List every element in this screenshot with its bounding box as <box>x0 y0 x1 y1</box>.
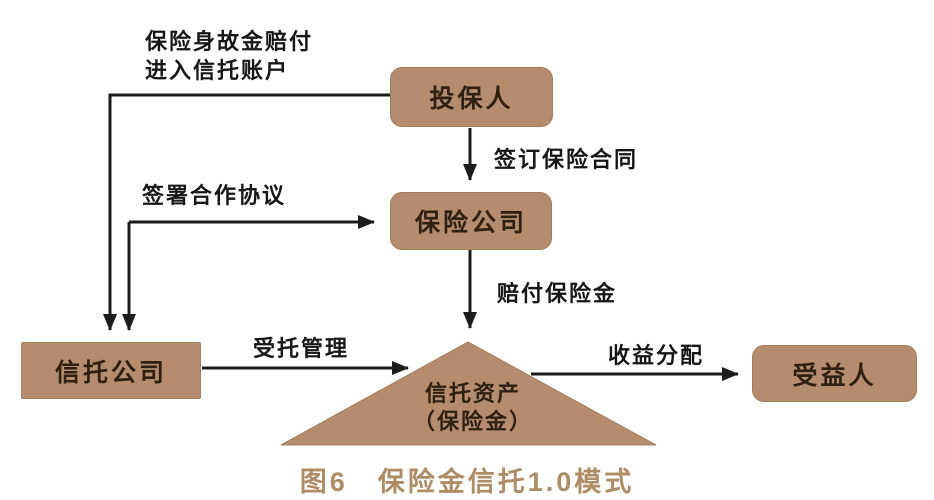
label-pay-insurance-benefit: 赔付保险金 <box>497 281 618 306</box>
trust-assets-triangle <box>280 341 657 446</box>
label-sign-cooperation-agreement: 签署合作协议 <box>142 183 287 208</box>
trust-assets-label-line1: 信托资产 <box>424 381 521 406</box>
edge-death-benefit-to-trust <box>103 93 390 331</box>
trust-assets-label: 信托资产 （保险金） <box>378 380 568 436</box>
figure-caption: 图6 保险金信托1.0模式 <box>299 467 635 497</box>
node-beneficiary: 受益人 <box>752 345 917 402</box>
label-income-distribution: 收益分配 <box>608 343 705 368</box>
label-death-benefit-line1: 保险身故金赔付 <box>145 29 314 54</box>
label-sign-insurance-contract: 签订保险合同 <box>494 147 639 172</box>
trust-assets-label-line2: （保险金） <box>412 409 533 434</box>
node-trust-company: 信托公司 <box>21 342 201 399</box>
label-death-benefit-line2: 进入信托账户 <box>145 58 290 83</box>
node-policyholder: 投保人 <box>390 67 553 127</box>
label-entrusted-management: 受托管理 <box>253 336 350 361</box>
node-insurance-company: 保险公司 <box>390 192 552 250</box>
label-death-benefit: 保险身故金赔付 进入信托账户 <box>145 27 313 85</box>
